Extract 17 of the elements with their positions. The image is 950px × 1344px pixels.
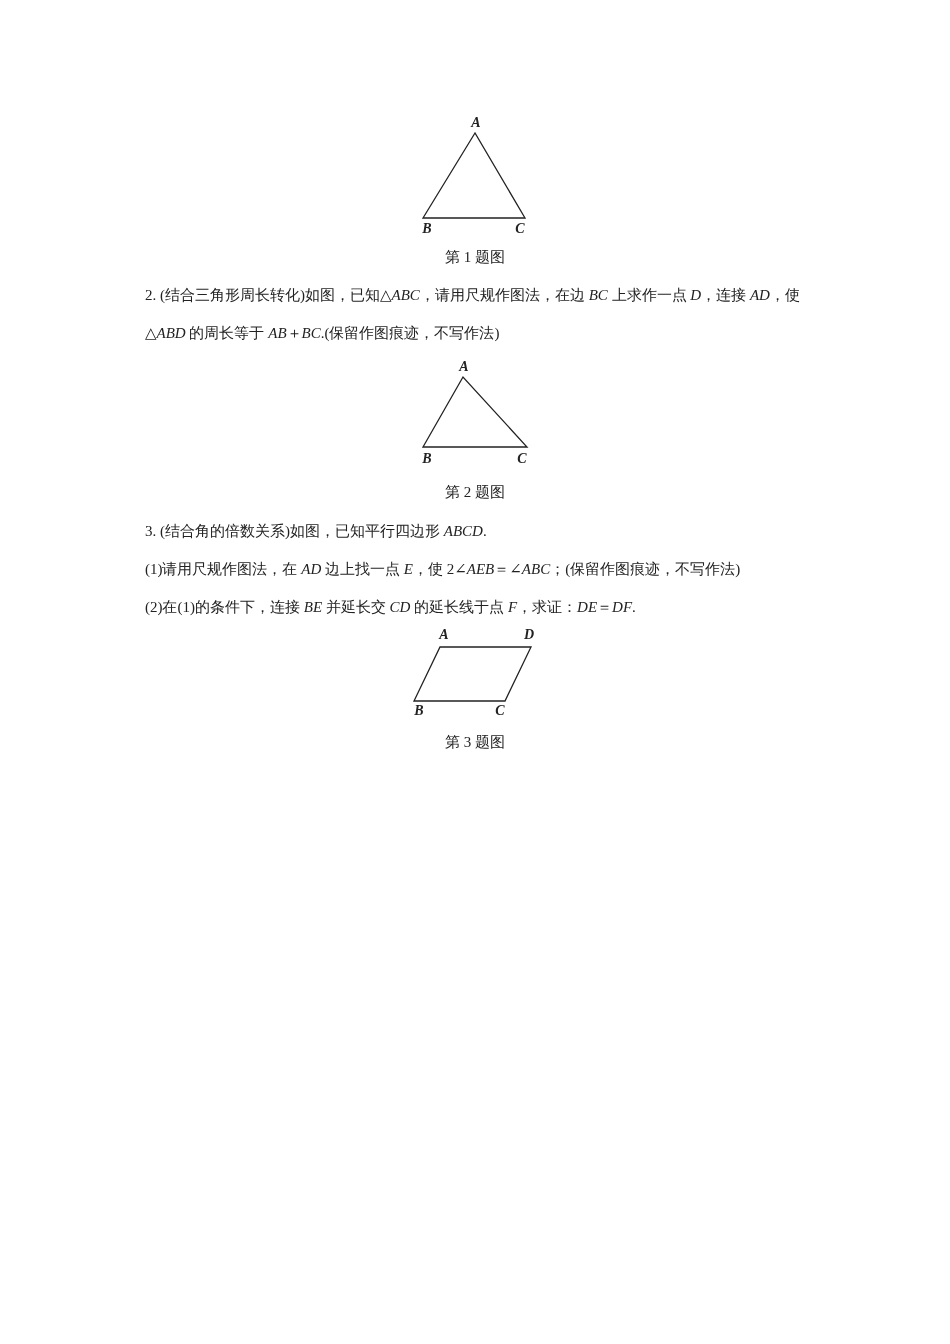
vertex-label: A — [439, 627, 449, 643]
vertex-label: B — [414, 703, 424, 719]
figure-caption: 第 1 题图 — [445, 248, 505, 267]
vertex-label: B — [422, 221, 432, 237]
vertex-label: A — [471, 115, 481, 131]
figure-caption: 第 3 题图 — [445, 733, 505, 752]
problem-text: 3. (结合角的倍数关系)如图，已知平行四边形 ABCD. — [145, 522, 488, 541]
vertex-label: C — [517, 451, 527, 467]
vertex-label: C — [515, 221, 525, 237]
problem-text: (2)在(1)的条件下，连接 BE 并延长交 CD 的延长线于点 F，求证：DE＝DF. — [145, 598, 637, 617]
figure-caption: 第 2 题图 — [445, 483, 505, 502]
problem-text: 2. (结合三角形周长转化)如图，已知△ABC，请用尺规作图法，在边 BC 上求作一点 D，连接 AD，使△ABD 的周长等于 AB＋BC.(保留作图痕迹，不写作法) — [145, 286, 801, 343]
vertex-label: B — [422, 451, 432, 467]
vertex-label: D — [523, 627, 535, 643]
vertex-label: A — [459, 359, 469, 375]
vertex-label: C — [495, 703, 505, 719]
problem-text: (1)请用尺规作图法，在 AD 边上找一点 E，使 2∠AEB＝∠ABC；(保留作图痕迹，不写作法) — [145, 560, 742, 579]
